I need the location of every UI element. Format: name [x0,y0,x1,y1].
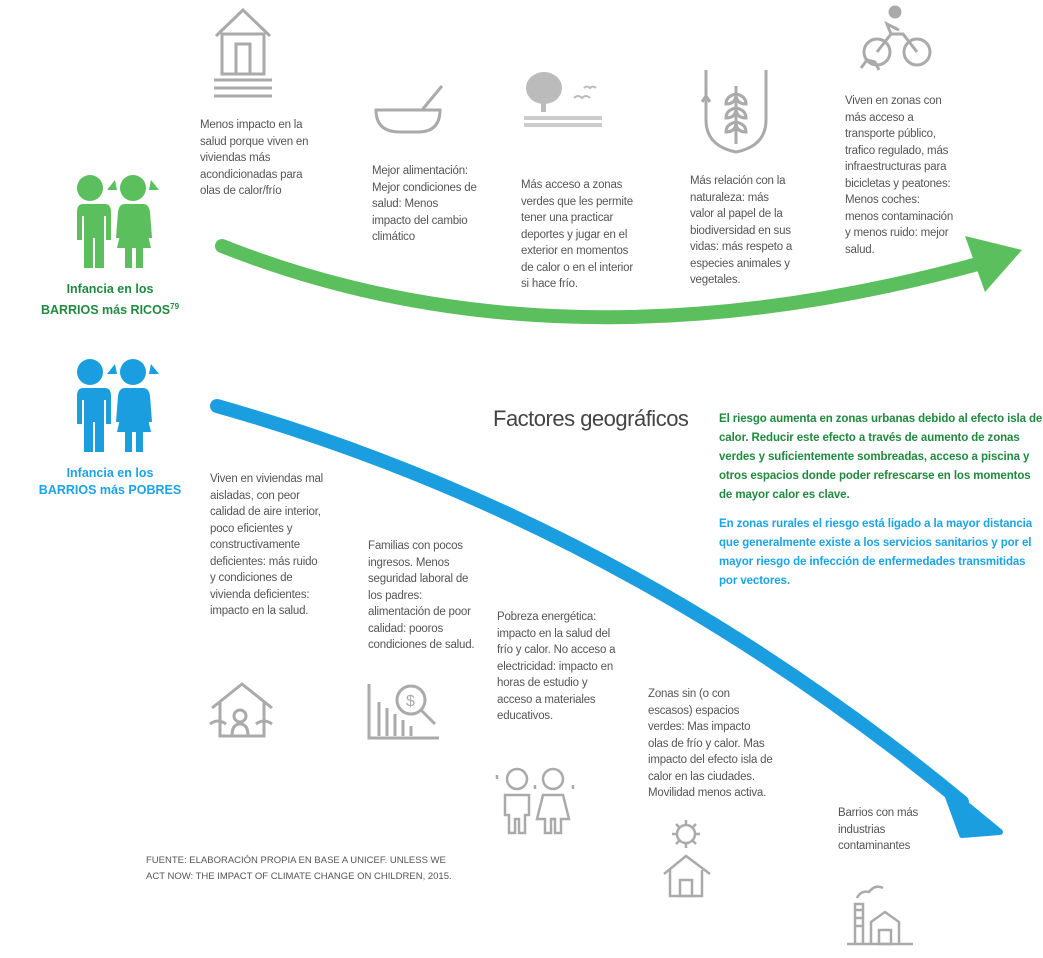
svg-text:$: $ [406,693,415,710]
rich-children-icon [75,175,159,268]
bowl-icon [374,85,444,134]
rural-note: En zonas rurales el riesgo está ligado a… [719,518,1033,587]
sun-house-icon [663,820,711,898]
money-chart-icon: $ [367,684,439,740]
factory-icon [847,885,913,946]
bicycle-icon [859,5,932,71]
rich-item-text: Mejor alimentación: Mejor condiciones de… [372,165,477,243]
rich-item-text: Viven en zonas con más acceso a transpor… [845,95,954,256]
poor-item-text: Pobreza energética: impacto en la salud … [497,611,616,722]
poor-group-label: Infancia en los BARRIOS más POBRES [30,465,190,499]
rich-item-text: Más acceso a zonas verdes que les permit… [521,179,633,290]
poor-item-text: Zonas sin (o con escasos) espacios verde… [648,688,773,799]
poor-arrow [210,399,969,809]
footnote-ref: 79 [170,302,180,311]
rich-item-text: Menos impacto en la salud porque viven e… [200,119,309,197]
rich-arrow [215,239,992,325]
poor-item-text: Barrios con más industrias contaminantes [838,807,919,852]
poor-label-line2: BARRIOS más POBRES [38,483,182,497]
poor-children-icon [75,359,159,452]
tree-icon [524,72,602,127]
rich-group-label: Infancia en los BARRIOS más RICOS79 [30,281,190,319]
poor-arrowhead [941,783,1003,838]
poor-item-text: Familias con pocos ingresos. Menos segur… [368,540,475,651]
rich-label-line1: Infancia en los [66,282,154,296]
urban-note: El riesgo aumenta en zonas urbanas debid… [719,413,1043,501]
rich-arrowhead [965,236,1022,292]
rich-label-text: BARRIOS más RICOS [40,303,171,318]
wheat-shield-icon [700,70,768,154]
rich-label-line2: BARRIOS más RICOS79 [30,298,190,319]
house-icon [214,7,272,98]
source-note: FUENTE: ELABORACIÓN PROPIA EN BASE A UNI… [146,855,452,882]
poor-label-line1: Infancia en los [66,466,154,480]
sweating-children-icon [495,767,575,835]
poor-item-text: Viven en viviendas mal aisladas, con peo… [210,473,324,617]
rich-item-text: Más relación con la naturaleza: más valo… [690,175,793,286]
section-title: Factores geográficos [493,406,689,431]
flooded-house-icon [209,682,273,738]
